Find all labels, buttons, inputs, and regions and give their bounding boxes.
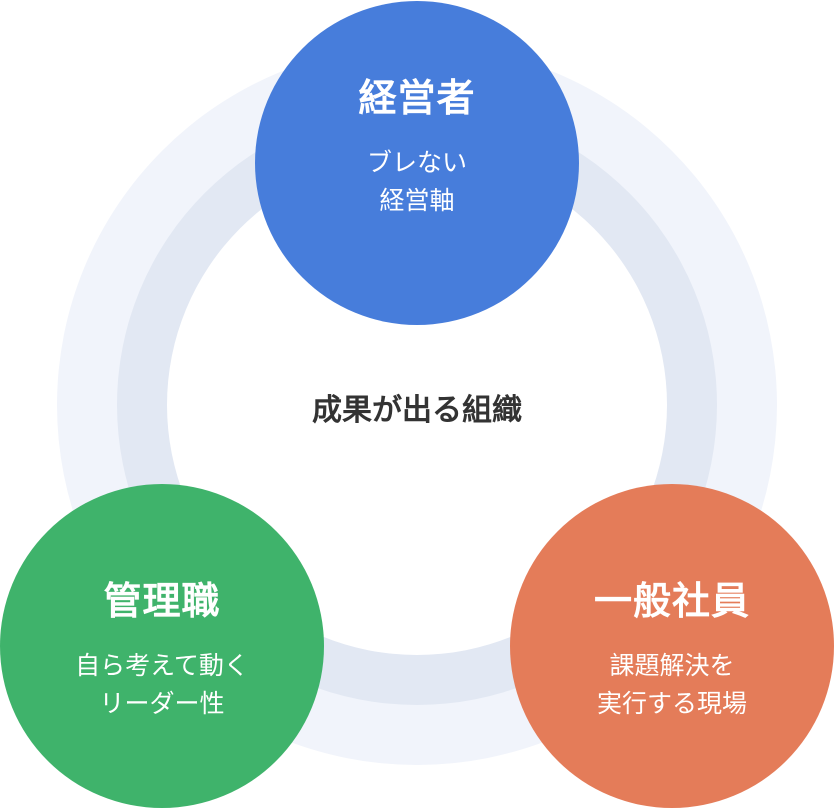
node-desc-line: 経営軸 <box>379 185 455 215</box>
node-manager: 管理職 自ら考えて動く リーダー性 <box>0 484 324 808</box>
node-desc-line: ブレない <box>366 147 467 177</box>
node-desc-line: リーダー性 <box>99 688 225 718</box>
node-title: 管理職 <box>103 578 221 623</box>
node-desc-line: 自ら考えて動く <box>75 650 249 680</box>
node-desc-line: 実行する現場 <box>596 688 747 718</box>
node-title: 一般社員 <box>593 578 750 623</box>
node-executive: 経営者 ブレない 経営軸 <box>255 1 579 325</box>
node-desc-line: 課題解決を <box>609 650 735 680</box>
center-label: 成果が出る組織 <box>312 393 522 428</box>
node-title: 経営者 <box>358 75 476 120</box>
node-employee: 一般社員 課題解決を 実行する現場 <box>510 484 834 808</box>
